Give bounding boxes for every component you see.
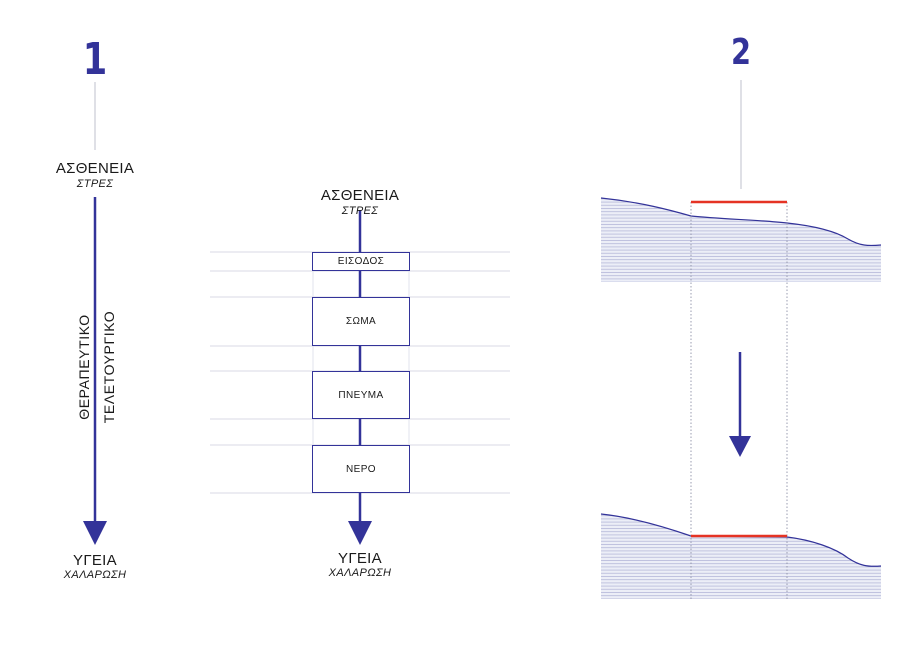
panel2-down-arrow-head bbox=[729, 436, 751, 457]
stage-box-entrance: ΕΙΣΟΔΟΣ bbox=[312, 252, 410, 271]
stage-box-spirit: ΠΝΕΥΜΑ bbox=[312, 371, 410, 419]
panel1-top-label: ΑΣΘΕΝΕΙΑ bbox=[55, 160, 135, 177]
panel1-bottom-sublabel: ΧΑΛΑΡΩΣΗ bbox=[63, 569, 127, 581]
stage-box-body: ΣΩΜΑ bbox=[312, 297, 410, 346]
panel2-top-terrain-outline bbox=[600, 197, 882, 247]
panel1-arrow-head bbox=[83, 521, 107, 545]
panel2-number: 2 bbox=[730, 32, 752, 73]
panel1-top-sublabel: ΣΤΡΕΣ bbox=[76, 178, 114, 190]
middle-top-label: ΑΣΘΕΝΕΙΑ bbox=[320, 187, 400, 204]
panel2-bottom-terrain-outline bbox=[600, 513, 882, 567]
middle-bottom-sublabel: ΧΑΛΑΡΩΣΗ bbox=[328, 567, 392, 579]
middle-bottom-label: ΥΓΕΙΑ bbox=[338, 550, 382, 567]
stage-box-water: ΝΕΡΟ bbox=[312, 445, 410, 493]
panel2-bottom-terrain bbox=[601, 514, 881, 599]
panel1-bottom-label: ΥΓΕΙΑ bbox=[73, 552, 117, 569]
middle-arrow-head bbox=[348, 521, 372, 545]
panel1-side-label-right: ΤΕΛΕΤΟΥΡΓΙΚΟ bbox=[101, 310, 117, 424]
middle-top-sublabel: ΣΤΡΕΣ bbox=[341, 205, 379, 217]
panel1-number: 1 bbox=[82, 34, 108, 85]
panel2-top-terrain bbox=[601, 198, 881, 282]
panel1-side-label-left: ΘΕΡΑΠΕΥΤΙΚΟ bbox=[76, 314, 92, 420]
